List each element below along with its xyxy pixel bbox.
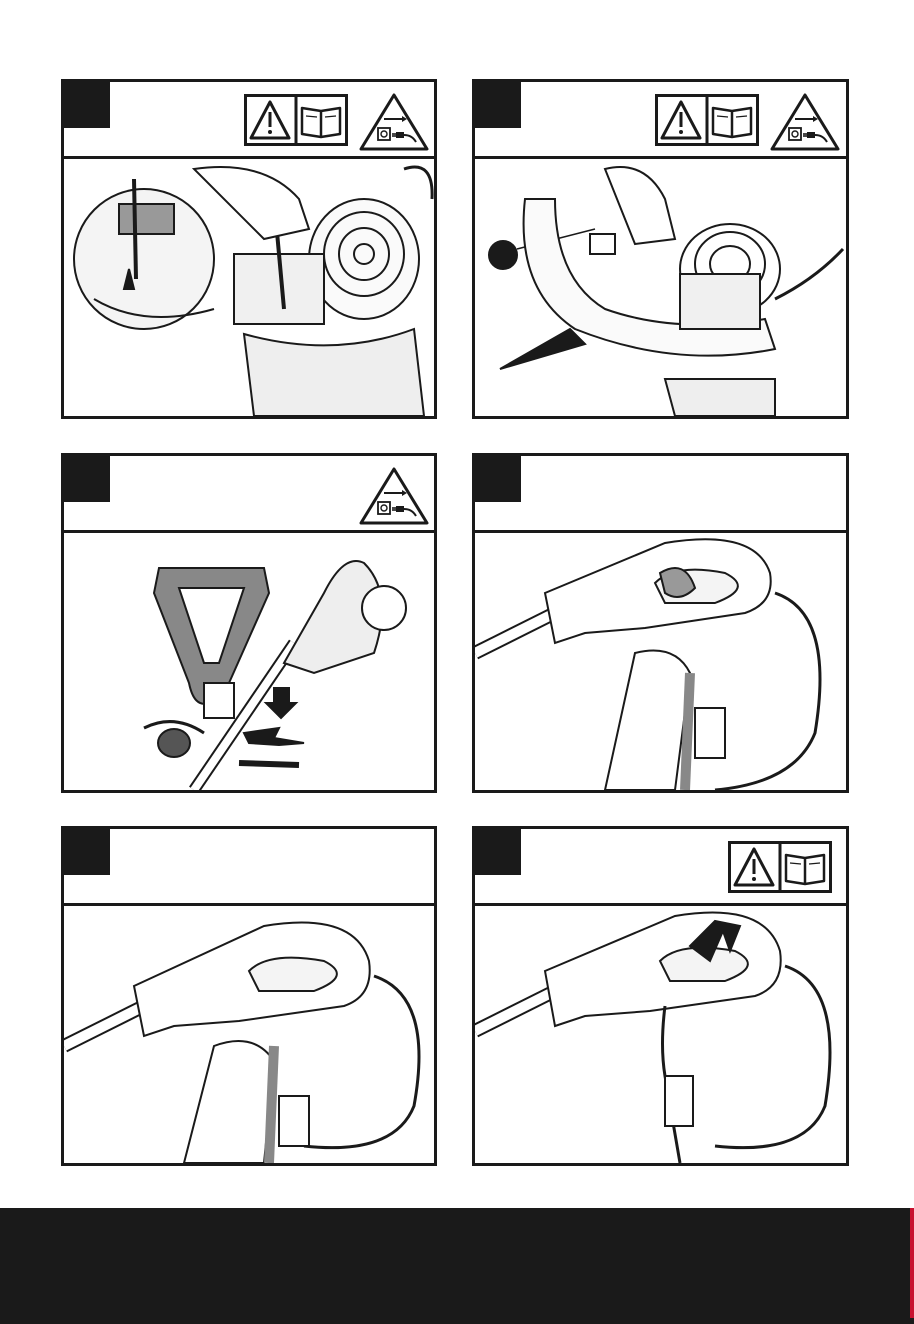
step-number-box [64,82,110,128]
instruction-panel-6 [472,826,849,1166]
page-footer-band [0,1208,914,1324]
instruction-panel-2 [472,79,849,419]
warning-manual-icon [728,841,832,893]
instruction-panel-5 [61,826,437,1166]
panel-header [475,456,846,533]
step-number-box [64,456,110,502]
panel-header [475,82,846,159]
step-number-box [475,456,521,502]
footer-accent-stripe [910,1208,914,1318]
unplug-icon [358,92,430,152]
step-number-box [64,829,110,875]
warning-manual-icon [655,94,759,146]
illustration-cord-loop [475,533,846,790]
illustration-cord-retainer [475,906,846,1163]
instruction-panel-4 [472,453,849,793]
warning-manual-icon [244,94,348,146]
illustration-guard-attach [475,159,846,416]
unplug-icon [769,92,841,152]
illustration-guard-screw [64,159,434,416]
instruction-panel-1 [61,79,437,419]
unplug-icon [358,466,430,526]
step-number-box [475,82,521,128]
instruction-panel-3 [61,453,437,793]
step-number-box [475,829,521,875]
illustration-aux-handle [64,533,434,790]
panel-header [475,829,846,906]
panel-header [64,82,434,159]
panel-header [64,456,434,533]
illustration-cord-connect [64,906,434,1163]
panel-header [64,829,434,906]
